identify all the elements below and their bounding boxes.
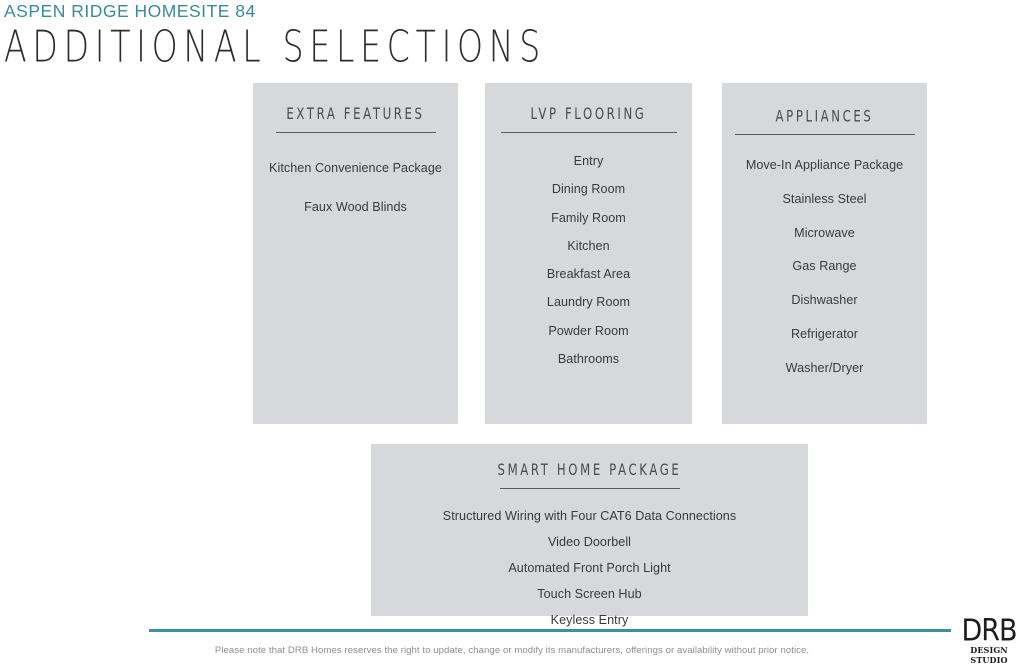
page-title: ADDITIONAL SELECTIONS (4, 22, 547, 73)
selection-list-extra-features: Kitchen Convenience Package Faux Wood Bl… (253, 158, 458, 215)
list-item: Stainless Steel (782, 191, 867, 206)
selection-list-lvp-flooring: Entry Dining Room Family Room Kitchen Br… (485, 154, 692, 367)
list-item: Structured Wiring with Four CAT6 Data Co… (442, 509, 737, 523)
list-item: Touch Screen Hub (537, 587, 642, 601)
list-item: Refrigerator (790, 326, 859, 341)
list-item: Move-In Appliance Package (745, 158, 904, 172)
card-title-divider (734, 134, 915, 135)
list-item: Faux Wood Blinds (304, 200, 407, 214)
drb-logo-subtitle: DESIGN STUDIO (970, 645, 1008, 665)
list-item: Video Doorbell (547, 535, 632, 549)
card-title-divider (500, 132, 677, 133)
list-item: Dishwasher (791, 293, 858, 308)
community-homesite-label: ASPEN RIDGE HOMESITE 84 (4, 1, 256, 21)
list-item: Entry (573, 154, 604, 168)
list-item: Automated Front Porch Light (508, 561, 671, 575)
card-title-appliances: APPLIANCES (775, 108, 874, 127)
selection-card-extra-features: EXTRA FEATURES Kitchen Convenience Packa… (253, 83, 458, 424)
list-item: Powder Room (548, 323, 629, 338)
selection-card-appliances: APPLIANCES Move-In Appliance Package Sta… (722, 83, 927, 424)
card-title-divider (499, 488, 680, 489)
list-item: Bathrooms (557, 352, 620, 367)
page-header: ASPEN RIDGE HOMESITE 84 ADDITIONAL SELEC… (4, 0, 593, 72)
list-item: Dining Room (551, 182, 626, 197)
list-item: Kitchen Convenience Package (269, 161, 442, 175)
drb-wordmark: DRB (961, 613, 1017, 649)
card-title-smart-home-package: SMART HOME PACKAGE (497, 462, 682, 480)
card-title-divider (275, 132, 436, 133)
selection-card-lvp-flooring: LVP FLOORING Entry Dining Room Family Ro… (485, 83, 692, 424)
selection-list-appliances: Move-In Appliance Package Stainless Stee… (722, 158, 927, 375)
selection-card-smart-home-package: SMART HOME PACKAGE Structured Wiring wit… (371, 444, 808, 627)
list-item: Breakfast Area (546, 267, 631, 282)
list-item: Washer/Dryer (785, 360, 864, 375)
footer-disclaimer: Please note that DRB Homes reserves the … (214, 645, 810, 656)
list-item: Gas Range (792, 259, 857, 274)
card-title-extra-features: EXTRA FEATURES (286, 105, 425, 124)
list-item: Microwave (794, 225, 855, 240)
list-item: Kitchen (567, 238, 610, 253)
list-item: Laundry Room (546, 295, 631, 310)
selection-list-smart-home-package: Structured Wiring with Four CAT6 Data Co… (371, 509, 808, 628)
footer-divider (149, 629, 951, 632)
list-item: Keyless Entry (550, 613, 629, 627)
drb-design-studio-logo: DRB DESIGN STUDIO (958, 613, 1020, 665)
list-item: Family Room (551, 210, 626, 225)
card-title-lvp-flooring: LVP FLOORING (530, 105, 647, 124)
